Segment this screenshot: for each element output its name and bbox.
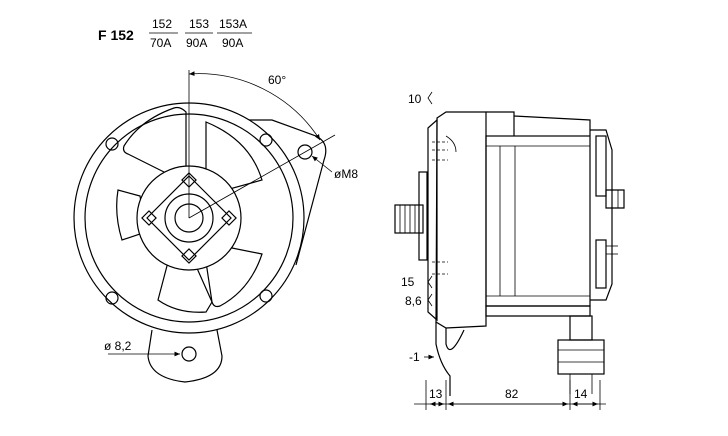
bottom-dimensions: 13 82 14 [414,380,606,410]
variant-1-top: 152 [152,17,172,31]
front-foot [435,322,451,396]
variant-2-top: 153 [189,17,209,31]
rear-foot-bracket [557,339,605,375]
model-label: F 152 [98,27,134,43]
bolt-head [259,289,273,303]
front-end-shield [435,111,487,329]
dim-tick [427,293,433,307]
bolt-head [105,137,119,151]
dim-10: 10 [408,92,422,106]
variant-1-bottom: 70A [150,36,171,50]
dim-14: 14 [574,387,588,401]
m8-hole [297,144,313,160]
pulley-flange [418,171,428,261]
front-view: 60° øM8 ø 8,2 [73,70,358,383]
dim-13: 13 [429,387,443,401]
m8-leader [311,155,333,173]
dim-tick [427,91,433,105]
cooling-slots [116,106,263,313]
dim-82: 82 [505,387,519,401]
dim-8-6: 8,6 [405,294,422,308]
shield-detail [445,135,457,153]
dim-15: 15 [401,275,415,289]
cooling-slot [122,106,187,177]
hub-screws [141,172,237,264]
hub-screw [181,248,197,264]
cooling-slot [116,189,147,241]
mount-hole [181,346,197,362]
variant-3-bottom: 90A [222,36,243,50]
mount-label: ø 8,2 [104,339,132,353]
hub-screw [181,172,197,188]
shaft-stub [394,204,424,234]
angle-label: 60° [268,73,286,87]
rear-terminal-block [595,135,607,197]
rear-foot-neck [569,315,593,341]
front-bearing-cap [427,118,438,322]
stator-body [485,135,591,307]
angle-arc [188,71,321,141]
terminal-post [605,189,625,209]
side-view: 10 15 8,6 -1 13 82 14 [394,91,625,410]
m8-label: øM8 [334,167,358,181]
left-dimensions: 10 15 8,6 -1 [401,91,434,364]
lower-mount-lug [147,329,223,383]
upper-rim [513,115,591,136]
variant-2-bottom: 90A [186,36,207,50]
upper-collar [486,111,515,136]
rear-housing [590,129,613,301]
angle-ref-line [188,134,336,219]
header: F 152 152 70A 153 90A 153A 90A [98,17,252,50]
hub-screw [221,210,237,226]
dim-tick [427,275,433,289]
dim-minus-1: -1 [409,350,420,364]
cooling-slot [157,261,213,313]
rear-terminal-block [595,239,607,289]
bolt-head [105,291,119,305]
hub-screw [141,210,157,226]
lower-rim [485,305,591,317]
variant-3-top: 153A [219,17,247,31]
cooling-slot [205,245,263,308]
hub-diamond [146,175,232,261]
